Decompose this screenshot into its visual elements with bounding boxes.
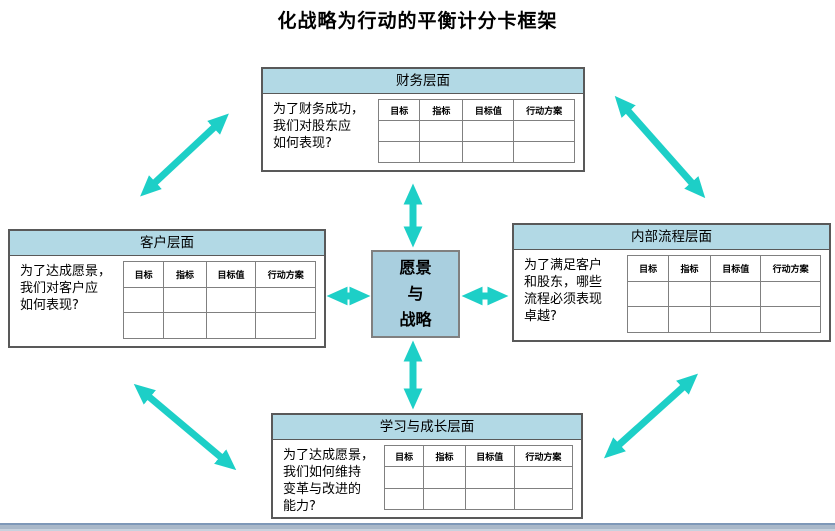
empty-cell [513, 141, 575, 163]
table-header-row: 目标 指标 目标值 行动方案 [123, 261, 316, 288]
scorecard-table-financial: 目标 指标 目标值 行动方案 [378, 99, 575, 163]
empty-cell [513, 466, 574, 489]
empty-cell [464, 487, 515, 511]
empty-cell [419, 141, 464, 163]
perspective-body-learning-growth: 为了达成愿景， 我们如何维持 变革与改进的 能力? 目标 指标 目标值 行动方案 [273, 440, 581, 517]
empty-cell [205, 286, 257, 314]
perspective-title-financial: 财务层面 [263, 69, 583, 94]
empty-cell [710, 280, 762, 308]
scorecard-table-learning-growth: 目标 指标 目标值 行动方案 [383, 444, 574, 511]
scorecard-table-customer: 目标 指标 目标值 行动方案 [123, 261, 316, 339]
perspective-question-learning-growth: 为了达成愿景， 我们如何维持 变革与改进的 能力? [283, 448, 375, 515]
arrow-internal-learning [603, 373, 699, 459]
empty-cell [378, 141, 421, 163]
col-header-initiative: 行动方案 [513, 99, 575, 121]
perspective-title-customer: 客户层面 [10, 231, 324, 256]
vision-strategy-box: 愿景 与 战略 [371, 250, 460, 338]
table-row [383, 466, 574, 489]
table-header-row: 目标 指标 目标值 行动方案 [378, 99, 575, 121]
empty-cell [423, 466, 466, 489]
empty-cell [383, 487, 425, 511]
page-title: 化战略为行动的平衡计分卡框架 [277, 10, 558, 32]
perspective-question-internal-process: 为了满足客户 和股东，哪些 流程必须表现 卓越? [524, 258, 603, 325]
col-header-initiative: 行动方案 [255, 261, 316, 288]
perspective-question-financial: 为了财务成功， 我们对股东应 如何表现? [273, 102, 365, 152]
footer-bar [0, 523, 835, 531]
arrow-customer-financial [140, 113, 229, 197]
empty-cell [462, 141, 515, 163]
perspective-box-learning-growth: 学习与成长层面 为了达成愿景， 我们如何维持 变革与改进的 能力? 目标 指标 … [271, 413, 583, 519]
table-row [383, 487, 574, 511]
perspective-box-financial: 财务层面 为了财务成功， 我们对股东应 如何表现? 目标 指标 目标值 行动方案 [261, 67, 585, 172]
empty-cell [383, 466, 425, 489]
empty-cell [378, 120, 421, 142]
scorecard-table-internal-process: 目标 指标 目标值 行动方案 [627, 255, 821, 333]
empty-cell [462, 120, 515, 142]
empty-cell [255, 286, 316, 314]
col-header-target: 目标值 [462, 99, 515, 121]
empty-cell [255, 312, 316, 339]
table-row [627, 280, 821, 308]
empty-cell [627, 280, 669, 308]
table-row [378, 120, 575, 142]
empty-cell [513, 487, 574, 511]
perspective-box-customer: 客户层面 为了达成愿景， 我们对客户应 如何表现? 目标 指标 目标值 行动方案 [8, 229, 326, 348]
empty-cell [464, 466, 515, 489]
empty-cell [627, 306, 669, 333]
col-header-measure: 指标 [163, 261, 207, 288]
col-header-initiative: 行动方案 [760, 255, 821, 282]
vision-strategy-label: 愿景 与 战略 [399, 258, 432, 329]
perspective-question-customer: 为了达成愿景， 我们对客户应 如何表现? [20, 264, 112, 314]
table-row [123, 286, 316, 314]
table-row [378, 141, 575, 163]
arrow-customer-learning [133, 383, 237, 471]
empty-cell [760, 306, 821, 333]
empty-cell [163, 286, 207, 314]
empty-cell [123, 312, 165, 339]
perspective-body-customer: 为了达成愿景， 我们对客户应 如何表现? 目标 指标 目标值 行动方案 [10, 256, 324, 346]
col-header-target: 目标值 [205, 261, 257, 288]
empty-cell [423, 487, 466, 511]
empty-cell [667, 306, 712, 333]
col-header-objective: 目标 [123, 261, 165, 288]
perspective-title-internal-process: 内部流程层面 [514, 225, 829, 250]
empty-cell [667, 280, 712, 308]
arrow-financial-internal [614, 95, 706, 199]
col-header-objective: 目标 [383, 444, 425, 468]
empty-cell [760, 280, 821, 308]
empty-cell [513, 120, 575, 142]
empty-cell [205, 312, 257, 339]
table-header-row: 目标 指标 目标值 行动方案 [627, 255, 821, 282]
col-header-target: 目标值 [710, 255, 762, 282]
perspective-body-internal-process: 为了满足客户 和股东，哪些 流程必须表现 卓越? 目标 指标 目标值 行动方案 [514, 250, 829, 340]
perspective-body-financial: 为了财务成功， 我们对股东应 如何表现? 目标 指标 目标值 行动方案 [263, 94, 583, 170]
col-header-measure: 指标 [667, 255, 712, 282]
col-header-target: 目标值 [464, 444, 515, 468]
empty-cell [710, 306, 762, 333]
empty-cell [163, 312, 207, 339]
col-header-initiative: 行动方案 [513, 444, 574, 468]
empty-cell [419, 120, 464, 142]
col-header-objective: 目标 [627, 255, 669, 282]
perspective-box-internal-process: 内部流程层面 为了满足客户 和股东，哪些 流程必须表现 卓越? 目标 指标 目标… [512, 223, 831, 342]
table-row [627, 306, 821, 333]
empty-cell [123, 286, 165, 314]
table-row [123, 312, 316, 339]
perspective-title-learning-growth: 学习与成长层面 [273, 415, 581, 440]
col-header-objective: 目标 [378, 99, 421, 121]
col-header-measure: 指标 [423, 444, 466, 468]
col-header-measure: 指标 [419, 99, 464, 121]
table-header-row: 目标 指标 目标值 行动方案 [383, 444, 574, 468]
